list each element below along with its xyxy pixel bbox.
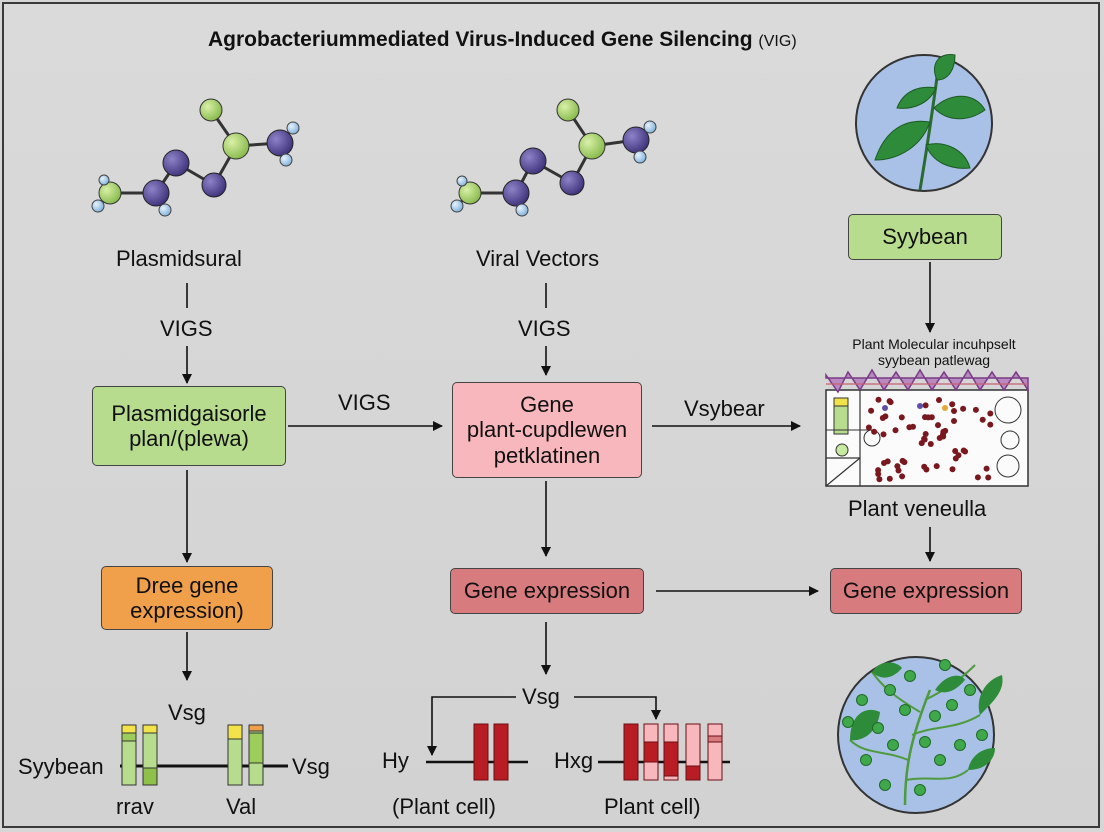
cell-dot (898, 414, 905, 421)
label-plant-cell-left: (Plant cell) (392, 794, 496, 819)
cell-grid-icon (825, 368, 1029, 487)
cell-dot (983, 465, 990, 472)
cell-dot (987, 410, 994, 417)
label-side-vigs: VIGS (338, 390, 391, 415)
gene-plant-line2: plant-cupdlewen (466, 417, 628, 443)
cell-dot (960, 447, 967, 454)
label-plasmidsural: Plasmidsural (116, 246, 242, 271)
cell-dot (882, 413, 889, 420)
label-left-vsg-right: Vsg (292, 754, 330, 779)
caption-line1: Plant Molecular incuhpselt (852, 336, 1016, 352)
arrow-vsg-left (427, 696, 516, 756)
label-viral-vectors: Viral Vectors (476, 246, 600, 271)
label-middle-vigs: VIGS (518, 316, 571, 341)
cell-dot (918, 440, 925, 447)
cell-dot (880, 431, 887, 438)
label-middle-vsg: Vsg (522, 684, 560, 709)
connector-lines (182, 262, 935, 756)
caption-line2: syybean patlewag (877, 352, 991, 368)
label-plant-cell-right: Plant cell) (604, 794, 701, 819)
plant-sprig-icon (855, 54, 993, 192)
cell-dot (985, 474, 992, 481)
label-val: Val (226, 794, 257, 819)
cell-dot (952, 448, 959, 454)
gene-expression-box-right: Gene expression (830, 568, 1022, 614)
plasmid-box-line1: Plasmidgaisorle (111, 400, 267, 426)
syybean-box: Syybean (848, 214, 1002, 260)
chromosome-bars-left (120, 724, 288, 786)
cell-dot (899, 457, 906, 464)
title-suffix: (VIG) (758, 33, 797, 50)
cell-dot (922, 431, 929, 437)
gene-bars-right (598, 723, 730, 781)
cell-dot (892, 427, 899, 434)
cell-dot (951, 408, 957, 414)
molecule-icon-middle (450, 98, 657, 217)
cell-dot (906, 424, 913, 431)
cell-dot (925, 414, 932, 421)
cell-dot (940, 433, 947, 440)
label-hy: Hy (382, 748, 409, 773)
plant-berry-icon (837, 656, 1003, 814)
gene-plant-line3: petklatinen (493, 442, 601, 468)
arrow-vsg-right (574, 696, 661, 720)
label-vsybear: Vsybear (684, 396, 765, 421)
cell-dot (974, 474, 981, 481)
dree-gene-box: Dree gene expression) (101, 566, 273, 630)
cell-dot (894, 463, 901, 470)
dree-gene-line1: Dree gene (135, 572, 239, 598)
label-left-syybean: Syybean (18, 754, 104, 779)
cell-dot (955, 452, 962, 459)
cell-dot (935, 422, 941, 429)
title-main: Agrobacteriummediated Virus-Induced Gene… (208, 28, 753, 51)
cell-dot (868, 407, 875, 414)
caption-plant-molecular: Plant Molecular incuhpselt syybean patle… (832, 336, 1036, 368)
cell-dot (922, 402, 929, 409)
cell-dot (881, 460, 887, 466)
cell-dot (949, 401, 956, 408)
cell-dot (921, 435, 928, 442)
cell-dot (949, 466, 956, 473)
plasmid-box: Plasmidgaisorle plan/(plewa) (92, 386, 286, 466)
title: Agrobacteriummediated Virus-Induced Gene… (208, 28, 797, 52)
label-rrav: rrav (116, 794, 154, 819)
cell-dot (875, 396, 882, 403)
cell-dot (865, 424, 872, 431)
label-left-vsg: Vsg (168, 700, 206, 725)
cell-dot (936, 397, 942, 403)
cell-dot (899, 473, 906, 480)
plasmid-box-line2: plan/(plewa) (129, 426, 249, 451)
molecule-icon-left (91, 98, 300, 217)
cell-dot (875, 471, 882, 477)
cell-dot (871, 428, 878, 435)
label-left-vigs: VIGS (160, 316, 213, 341)
cell-dot (886, 398, 893, 405)
gene-expression-box-middle: Gene expression (450, 568, 644, 614)
cell-dot (886, 475, 893, 482)
cell-dot (979, 416, 986, 423)
gene-bars-middle (426, 723, 528, 781)
label-hxg: Hxg (554, 748, 594, 773)
cell-dot (923, 466, 930, 473)
cell-dot (987, 421, 994, 428)
cell-dot (951, 418, 957, 424)
dree-gene-line2: expression) (130, 598, 244, 623)
cell-dot (960, 405, 967, 412)
cell-dot (927, 441, 934, 447)
cell-dot (933, 463, 940, 470)
cell-dot (972, 406, 979, 413)
cell-dot (876, 476, 883, 483)
gene-plant-line1: Gene (520, 392, 574, 418)
gene-plant-box: Gene plant-cupdlewen petklatinen (452, 382, 642, 478)
label-plant-veneulla: Plant veneulla (848, 496, 987, 521)
